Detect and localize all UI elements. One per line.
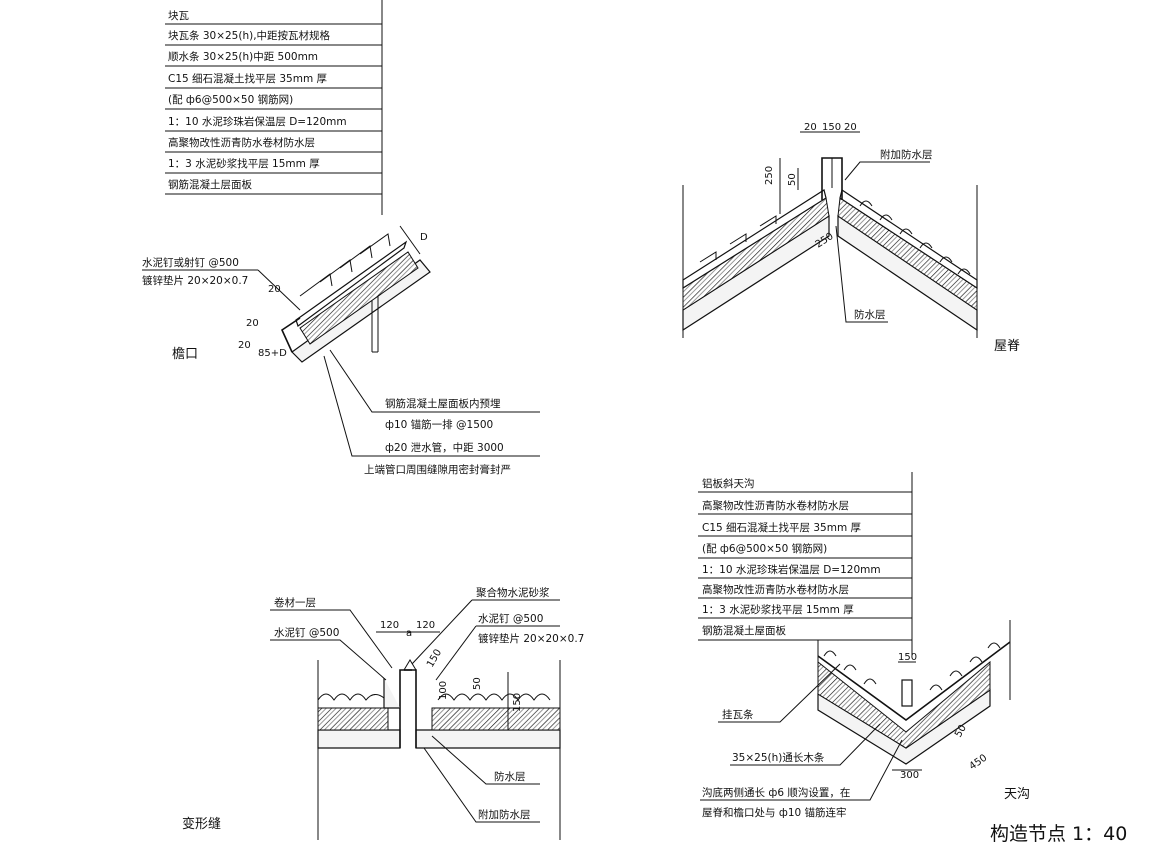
eave-layer-5: (配 ф6@500×50 钢筋网) [168,93,293,106]
ridge-dim-20b: 20 [844,122,857,133]
joint-cement-nail-2-label: 水泥钉 @500 [478,612,543,625]
valley-dim-450: 450 [967,752,989,772]
valley-detail: 铝板斜天沟 高聚物改性沥青防水卷材防水层 C15 细石混凝土找平层 35mm 厚… [698,472,1030,819]
sheet-title: 构造节点 1：40 [990,823,1127,844]
eave-drain-note-1: ф20 泄水管，中距 3000 [385,441,504,454]
joint-dim-a: a [406,628,412,639]
ridge-dim-150: 150 [822,122,841,133]
joint-dim-120b: 120 [416,620,435,631]
valley-title: 天沟 [1004,787,1030,802]
valley-dim-300: 300 [900,770,919,781]
eave-dim-20a: 20 [268,284,281,295]
eave-layer-6: 1：10 水泥珍珠岩保温层 D=120mm [168,115,347,128]
valley-layer-5: 1：10 水泥珍珠岩保温层 D=120mm [702,563,881,576]
valley-note-2: 屋脊和檐口处与 ф10 锚筋连牢 [702,806,847,819]
eave-anchor-note-1: 钢筋混凝土屋面板内预埋 [385,397,501,410]
joint-dim-100: 100 [438,681,449,700]
eave-layer-9: 钢筋混凝土层面板 [168,178,252,191]
ridge-extra-waterproof-label: 附加防水层 [880,148,933,161]
eave-layer-4: C15 细石混凝土找平层 35mm 厚 [168,72,328,85]
joint-polymer-mortar-label: 聚合物水泥砂浆 [476,586,550,599]
valley-layer-4: (配 ф6@500×50 钢筋网) [702,542,827,555]
eave-anchor-note-2: ф10 锚筋一排 @1500 [385,418,493,431]
eave-layer-7: 高聚物改性沥青防水卷材防水层 [168,136,315,149]
valley-layer-table: 铝板斜天沟 高聚物改性沥青防水卷材防水层 C15 细石混凝土找平层 35mm 厚… [698,472,913,655]
ridge-dim-250v: 250 [764,166,775,185]
valley-layer-6: 高聚物改性沥青防水卷材防水层 [702,583,849,596]
valley-layer-2: 高聚物改性沥青防水卷材防水层 [702,499,849,512]
joint-washer-label: 镀锌垫片 20×20×0.7 [478,632,584,645]
eave-dim-d: D [420,232,428,243]
ridge-detail: 20 150 20 250 50 250 附加防水层 防水层 屋脊 [682,122,1020,354]
eave-dim-20c: 20 [238,340,251,351]
joint-cement-nail-label: 水泥钉 @500 [274,626,339,639]
joint-title: 变形缝 [182,816,221,832]
ridge-dim-50: 50 [787,173,798,186]
eave-washer-note: 镀锌垫片 20×20×0.7 [142,274,248,287]
joint-dim-50: 50 [472,677,483,690]
joint-waterproof-label: 防水层 [494,770,526,783]
valley-layer-1: 铝板斜天沟 [702,477,755,490]
ridge-waterproof-label: 防水层 [854,308,886,321]
eave-detail: 块瓦 块瓦条 30×25(h),中距按瓦材规格 顺水条 30×25(h)中距 5… [142,0,540,476]
eave-dim-85d: 85+D [258,348,287,359]
joint-dim-120a: 120 [380,620,399,631]
valley-layer-3: C15 细石混凝土找平层 35mm 厚 [702,521,862,534]
joint-roll-layer-label: 卷材一层 [274,596,316,609]
eave-dim-20b: 20 [246,318,259,329]
eave-title: 檐口 [172,347,198,362]
ridge-tiles [699,200,971,275]
eave-layer-2: 块瓦条 30×25(h),中距按瓦材规格 [168,29,331,42]
eave-drain-note-2: 上端管口周围缝隙用密封膏封严 [364,463,511,476]
joint-dim-150: 150 [425,647,444,669]
valley-layer-7: 1：3 水泥砂浆找平层 15mm 厚 [702,603,854,616]
eave-layer-1: 块瓦 [168,10,189,22]
joint-detail: 120 a 120 150 100 50 150 卷材一层 水泥钉 @500 聚… [182,586,584,840]
valley-tiles [823,642,1001,691]
ridge-dim-20a: 20 [804,122,817,133]
eave-section: D 20 20 20 85+D [238,225,431,363]
valley-batten-label: 挂瓦条 [722,708,754,721]
valley-wood-strip-label: 35×25(h)通长木条 [732,751,825,764]
joint-dim-150b: 150 [512,693,523,712]
eave-layer-3: 顺水条 30×25(h)中距 500mm [168,50,318,63]
valley-note-1: 沟底两侧通长 ф6 顺沟设置，在 [702,786,850,799]
eave-layer-table: 块瓦 块瓦条 30×25(h),中距按瓦材规格 顺水条 30×25(h)中距 5… [165,0,383,215]
valley-dim-150: 150 [898,652,917,663]
ridge-title: 屋脊 [994,339,1020,354]
joint-extra-waterproof-label: 附加防水层 [478,808,531,821]
eave-nail-note: 水泥钉或射钉 @500 [142,256,239,269]
valley-layer-8: 钢筋混凝土屋面板 [702,624,786,637]
eave-layer-8: 1：3 水泥砂浆找平层 15mm 厚 [168,157,320,170]
eave-tiles [299,233,391,297]
